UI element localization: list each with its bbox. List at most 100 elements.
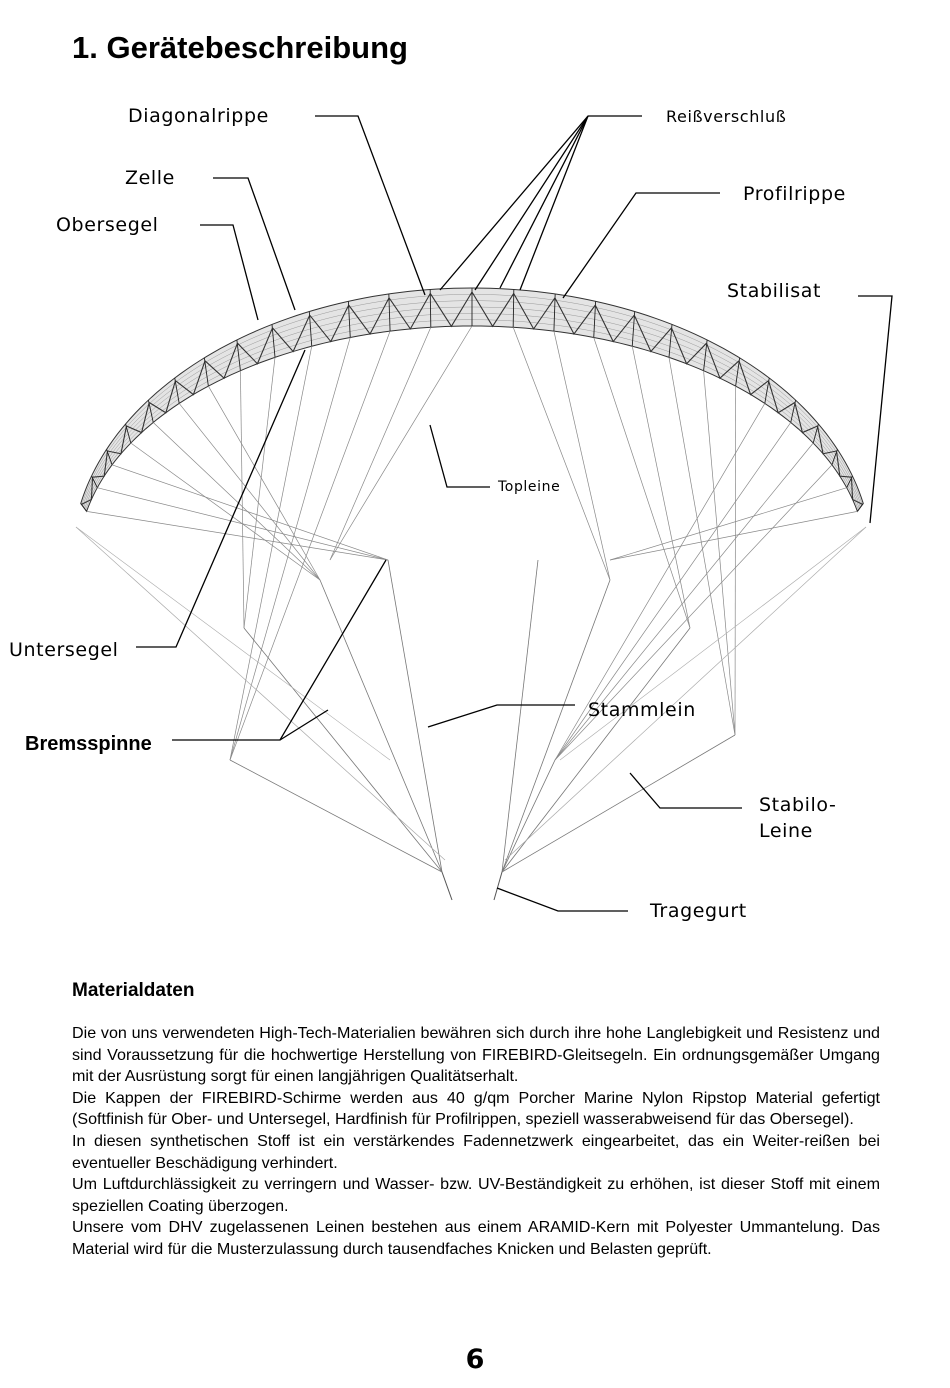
line-main bbox=[501, 559, 539, 873]
label-stabilo-leine-2: Leine bbox=[759, 820, 813, 842]
profile-rib bbox=[91, 475, 98, 488]
page-number: 6 bbox=[465, 1344, 485, 1375]
leader-tragegurt bbox=[496, 887, 628, 912]
line-upper bbox=[86, 511, 389, 561]
leader-diagonalrippe bbox=[315, 115, 426, 296]
leader-profilrippe bbox=[562, 192, 720, 299]
stabilo-line bbox=[75, 526, 391, 761]
profile-rib bbox=[593, 301, 597, 338]
paragraph: Um Luftdurchlässigkeit zu verringern und… bbox=[72, 1175, 880, 1215]
profile-rib bbox=[125, 423, 132, 444]
line-upper bbox=[609, 487, 847, 561]
leader-reissverschluss bbox=[439, 115, 589, 291]
line-upper bbox=[130, 442, 321, 581]
line-upper bbox=[554, 442, 814, 761]
diagonal-rib bbox=[81, 477, 94, 505]
line-upper bbox=[229, 346, 313, 761]
line-upper bbox=[554, 403, 766, 761]
label-reissverschluss: Reißverschluß bbox=[666, 107, 787, 126]
line-upper bbox=[554, 464, 833, 761]
line-upper bbox=[243, 357, 276, 629]
leader-lines bbox=[136, 115, 893, 912]
diagonal-rib bbox=[429, 291, 473, 328]
diagonal-rib bbox=[670, 327, 707, 365]
diagonal-rib bbox=[554, 297, 596, 336]
diagonal-rib bbox=[835, 450, 852, 478]
leader-stabilo-leine bbox=[629, 772, 742, 809]
diagonal-rib bbox=[767, 380, 796, 414]
diagonal-rib bbox=[633, 314, 672, 353]
label-untersegel: Untersegel bbox=[9, 639, 119, 661]
line-main bbox=[229, 759, 443, 873]
label-bremsspinne: Bremsspinne bbox=[25, 733, 152, 755]
line-upper bbox=[553, 331, 611, 581]
paragraph: Die von uns verwendeten High-Tech-Materi… bbox=[72, 1024, 880, 1086]
line-upper bbox=[703, 370, 736, 736]
canopy-hatch bbox=[83, 306, 861, 508]
profile-rib bbox=[631, 311, 636, 347]
materials-text: Die von uns verwendeten High-Tech-Materi… bbox=[72, 1023, 880, 1261]
diagonal-rib bbox=[92, 450, 109, 478]
line-upper bbox=[240, 370, 245, 629]
leader-reissverschluss bbox=[519, 115, 589, 291]
paragraph: In diesen synthetischen Stoff ist ein ve… bbox=[72, 1131, 880, 1172]
leader-obersegel bbox=[200, 224, 259, 321]
label-diagonalrippe: Diagonalrippe bbox=[128, 105, 269, 127]
line-main bbox=[501, 579, 611, 873]
label-stabilo-leine-1: Stabilo- bbox=[759, 794, 837, 816]
leader-reissverschluss bbox=[499, 115, 589, 289]
line-upper bbox=[229, 337, 351, 761]
label-stabilisat: Stabilisat bbox=[727, 280, 822, 302]
profile-rib bbox=[271, 324, 276, 358]
diagonal-rib bbox=[148, 380, 177, 414]
diagonal-rib bbox=[107, 425, 127, 455]
diagonal-rib bbox=[594, 304, 635, 343]
diagonal-rib bbox=[204, 342, 238, 380]
diagonal-rib bbox=[794, 402, 818, 434]
paragraph: Die Kappen der FIREBIRD-Schirme werden a… bbox=[72, 1088, 880, 1129]
profile-rib bbox=[308, 311, 313, 347]
profile-rib bbox=[203, 357, 209, 387]
line-upper bbox=[734, 386, 736, 736]
line-upper bbox=[593, 337, 691, 629]
line-upper bbox=[229, 330, 391, 761]
label-obersegel: Obersegel bbox=[56, 214, 159, 236]
diagonal-rib bbox=[513, 293, 556, 330]
canopy-hatch bbox=[84, 313, 860, 509]
line-upper bbox=[111, 464, 389, 561]
profile-rib bbox=[80, 503, 87, 512]
line-main bbox=[501, 734, 736, 873]
diagonal-rib bbox=[817, 425, 837, 455]
canopy-hatch bbox=[85, 319, 859, 511]
diagonal-rib bbox=[388, 293, 431, 330]
line-main bbox=[319, 579, 443, 873]
line-main bbox=[501, 627, 691, 873]
leader-reissverschluss bbox=[474, 115, 589, 291]
leader-topleine bbox=[429, 424, 490, 488]
page-title: 1. Gerätebeschreibung bbox=[72, 30, 408, 65]
diagonal-rib bbox=[126, 402, 150, 434]
line-upper bbox=[554, 422, 792, 761]
leader-stabilisat bbox=[858, 295, 893, 524]
label-profilrippe: Profilrippe bbox=[743, 183, 846, 205]
profile-rib bbox=[106, 449, 113, 465]
leader-stammlein bbox=[427, 704, 575, 728]
profile-rib bbox=[857, 503, 864, 512]
diagonal-rib bbox=[850, 477, 863, 505]
leader-zelle bbox=[213, 177, 296, 311]
canopy-hatch bbox=[82, 300, 862, 507]
diagonal-rib bbox=[738, 360, 769, 396]
paraglider-diagram bbox=[75, 115, 893, 912]
section-heading: Materialdaten bbox=[72, 980, 195, 1001]
label-stammlein: Stammlein bbox=[588, 699, 696, 721]
riser-left bbox=[441, 871, 453, 901]
label-tragegurt: Tragegurt bbox=[650, 900, 747, 922]
profile-rib bbox=[668, 324, 673, 358]
label-topleine: Topleine bbox=[498, 479, 561, 495]
profile-rib bbox=[347, 301, 351, 338]
line-main bbox=[501, 759, 556, 873]
stabilo-line bbox=[75, 526, 446, 861]
paragraph: Unsere vom DHV zugelassenen Leinen beste… bbox=[72, 1218, 880, 1258]
leader-bremsspinne bbox=[279, 709, 329, 741]
canopy bbox=[80, 287, 864, 513]
